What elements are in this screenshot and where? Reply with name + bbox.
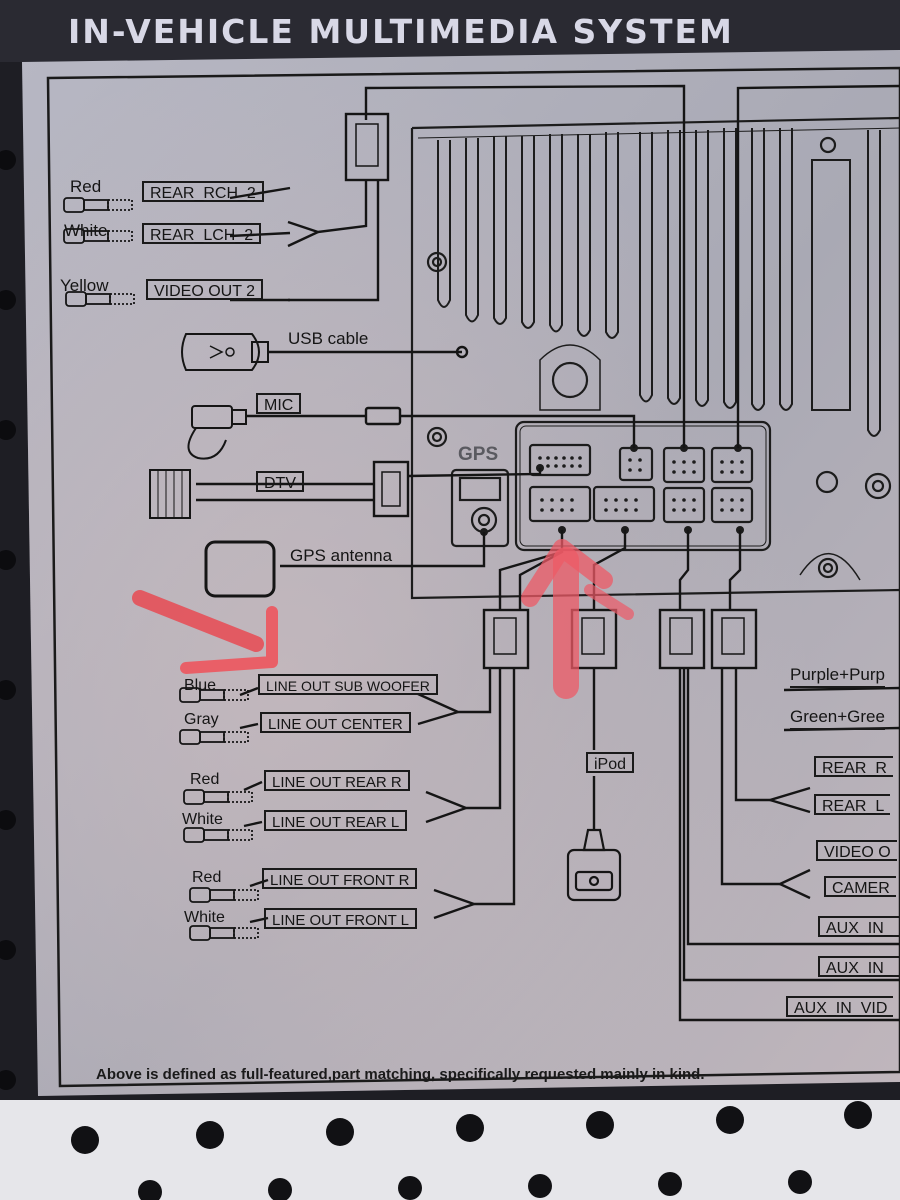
- gps-antenna-label: GPS antenna: [290, 546, 393, 565]
- red-arrow-annotation: [132, 539, 634, 699]
- ipod-box: iPod: [586, 752, 635, 773]
- color-label-red-mid: Red: [190, 771, 220, 788]
- pegboard-holes: [71, 1101, 872, 1200]
- line-out-front-r-box: LINE OUT FRONT R: [262, 868, 418, 889]
- footer-note: Above is defined as full-featured,part m…: [96, 1066, 705, 1083]
- color-label-white-mid: White: [182, 811, 223, 828]
- mic-box: MIC: [256, 393, 302, 414]
- right-box-aux-in-2: AUX_IN_: [818, 956, 899, 977]
- color-label-gray: Gray: [184, 711, 219, 728]
- color-label-yellow: Yellow: [60, 276, 109, 295]
- line-out-rear-l-box: LINE OUT REAR L: [264, 810, 408, 831]
- dtv-box: DTV: [256, 471, 304, 492]
- right-box-video: VIDEO O: [816, 840, 897, 861]
- right-box-rear-l: REAR_L: [814, 794, 891, 815]
- video-out-2-box: VIDEO OUT 2: [146, 279, 264, 300]
- color-label-red-bottom: Red: [192, 869, 222, 886]
- color-label-blue: Blue: [184, 677, 217, 694]
- right-box-rear-r: REAR_R: [814, 756, 893, 777]
- right-box-aux-in-1: AUX_IN_: [818, 916, 899, 937]
- right-label-green: Green+Gree: [790, 706, 885, 730]
- rear-rch-2-box: REAR_RCH_2: [142, 181, 264, 202]
- right-label-purple: Purple+Purp: [790, 664, 885, 688]
- gps-port-label: GPS: [458, 444, 499, 465]
- line-out-rear-r-box: LINE OUT REAR R: [264, 770, 410, 791]
- usb-cable-label: USB cable: [288, 329, 369, 348]
- line-out-front-l-box: LINE OUT FRONT L: [264, 908, 417, 929]
- rear-lch-2-box: REAR_LCH_2: [142, 223, 262, 244]
- line-out-subwoofer-box: LINE OUT SUB WOOFER: [258, 674, 438, 695]
- system-title: IN-VEHICLE MULTIMEDIA SYSTEM: [68, 12, 734, 51]
- color-label-red-top: Red: [70, 177, 102, 196]
- line-out-center-box: LINE OUT CENTER: [260, 712, 411, 733]
- color-label-white-bottom: White: [184, 909, 225, 926]
- right-box-camera: CAMER: [824, 876, 896, 897]
- color-label-white-top: White: [64, 221, 108, 240]
- right-box-aux-in-video: AUX_IN_VID: [786, 996, 894, 1017]
